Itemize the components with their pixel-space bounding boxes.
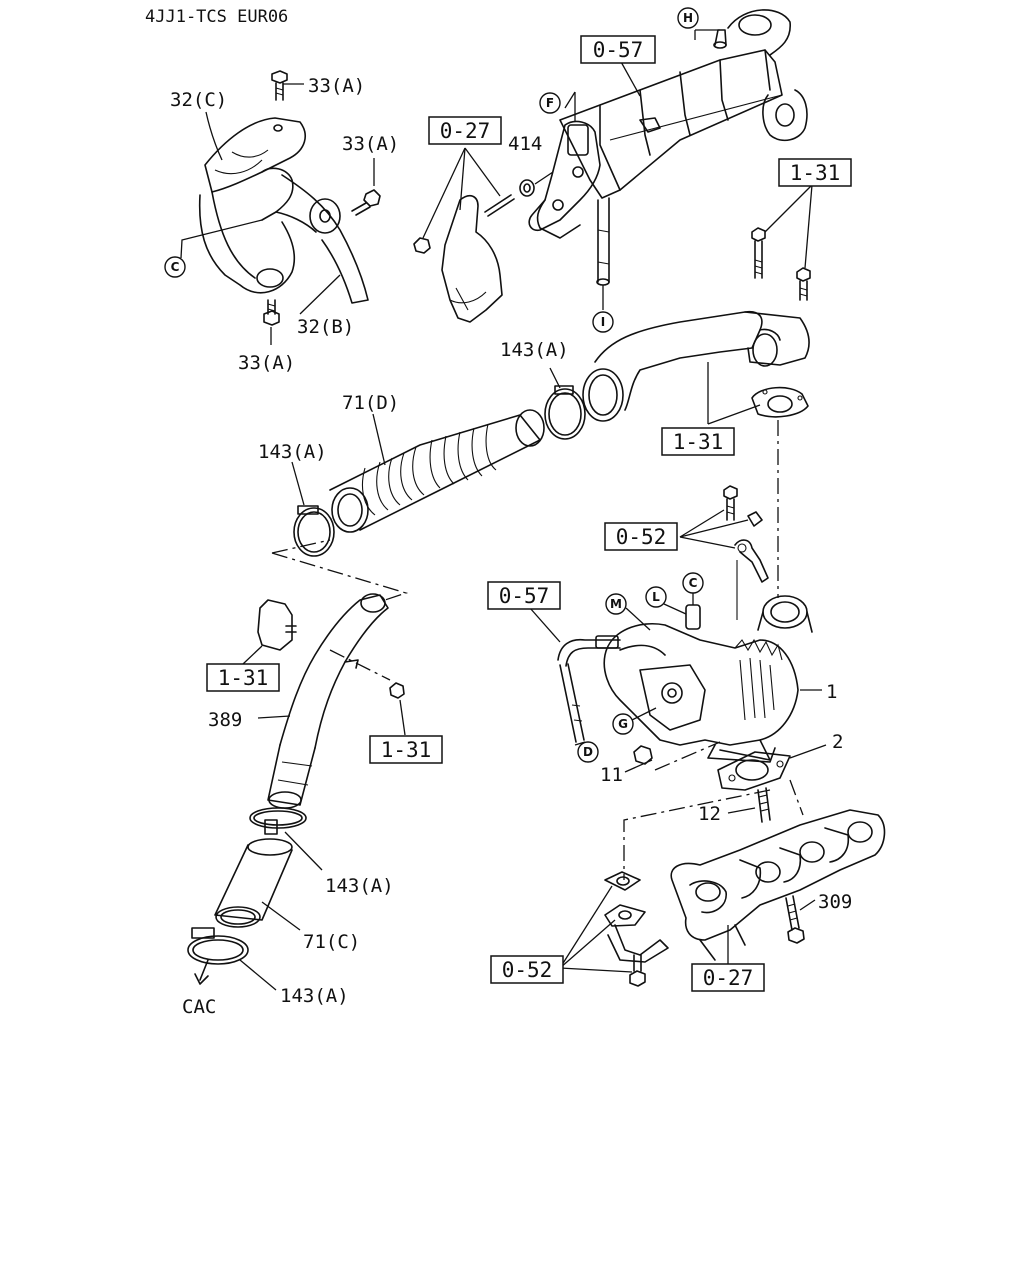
marker-c-turbo: C xyxy=(682,572,704,594)
ref-box-0-52-mid[interactable]: 0-52 xyxy=(604,522,678,551)
ref-box-0-27-bottom[interactable]: 0-27 xyxy=(691,963,765,992)
label-71c: 71(C) xyxy=(303,931,360,953)
nut-11 xyxy=(624,745,653,773)
clamp-143a-top xyxy=(544,367,586,440)
label-32b: 32(B) xyxy=(297,316,354,338)
svg-text:C: C xyxy=(171,260,180,274)
oil-return-0-52-bottom xyxy=(559,871,669,987)
gasket-2 xyxy=(717,744,827,791)
marker-d: D xyxy=(577,741,599,763)
label-11: 11 xyxy=(600,764,623,786)
diagram-title: 4JJ1-TCS EUR06 xyxy=(145,7,288,27)
label-33a-mid: 33(A) xyxy=(342,133,399,155)
oil-return-0-52 xyxy=(679,485,769,620)
gasket-414 xyxy=(519,171,554,197)
marker-g: G xyxy=(612,713,634,735)
marker-m: M xyxy=(605,593,627,615)
ref-box-0-57-mid[interactable]: 0-57 xyxy=(487,581,561,610)
label-143a-bottom: 143(A) xyxy=(280,985,349,1007)
hose-71d xyxy=(329,409,545,533)
svg-text:D: D xyxy=(583,745,593,759)
svg-text:M: M xyxy=(610,597,622,611)
label-1: 1 xyxy=(826,681,837,703)
bolts-1-31-right xyxy=(751,184,813,301)
svg-text:0-52: 0-52 xyxy=(616,525,667,549)
bolt-33a-mid xyxy=(351,189,381,216)
ref-box-1-31-mid[interactable]: 1-31 xyxy=(661,427,735,456)
bolt-33a-top xyxy=(271,70,288,101)
marker-c-shield: C xyxy=(164,256,186,278)
svg-text:H: H xyxy=(683,11,693,25)
nut-1-31 xyxy=(389,682,406,736)
outlet-pipe xyxy=(582,310,810,425)
ref-box-1-31-right[interactable]: 1-31 xyxy=(778,158,852,187)
bolt-33a-bottom xyxy=(263,299,280,326)
label-2: 2 xyxy=(832,731,843,753)
svg-text:1-31: 1-31 xyxy=(381,738,432,762)
svg-text:1-31: 1-31 xyxy=(673,430,724,454)
ref-box-1-31-left[interactable]: 1-31 xyxy=(206,663,280,692)
bracket-1-31-left xyxy=(242,599,297,665)
marker-f: F xyxy=(539,92,561,114)
svg-text:G: G xyxy=(618,717,628,731)
hose-71c xyxy=(214,838,301,931)
label-143a-mid: 143(A) xyxy=(325,875,394,897)
svg-text:L: L xyxy=(652,590,660,604)
marker-l: L xyxy=(645,586,667,608)
svg-text:1-31: 1-31 xyxy=(790,161,841,185)
oil-hose-0-57 xyxy=(529,607,621,746)
heat-shield-assembly xyxy=(180,70,381,345)
marker-h: H xyxy=(677,7,699,29)
svg-text:0-57: 0-57 xyxy=(499,584,550,608)
label-71d: 71(D) xyxy=(342,392,399,414)
svg-text:0-27: 0-27 xyxy=(703,966,754,990)
bracket-0-27 xyxy=(413,147,515,323)
label-143a-left: 143(A) xyxy=(258,441,327,463)
egr-cooler xyxy=(528,9,808,310)
turbocharger xyxy=(603,595,822,763)
label-143a-top: 143(A) xyxy=(500,339,569,361)
clamp-143a-bottom xyxy=(187,927,277,991)
svg-text:0-52: 0-52 xyxy=(502,958,553,982)
clamp-143a-mid xyxy=(249,807,323,871)
marker-i: I xyxy=(592,311,614,333)
bolt-309 xyxy=(785,895,816,944)
label-389: 389 xyxy=(208,709,242,731)
stud-12 xyxy=(727,787,771,823)
ref-box-0-57-top[interactable]: 0-57 xyxy=(580,35,656,64)
label-33a-bottom: 33(A) xyxy=(238,352,295,374)
svg-text:F: F xyxy=(546,96,554,110)
svg-text:I: I xyxy=(601,315,605,329)
pipe-389 xyxy=(257,593,389,809)
ref-box-0-27-top[interactable]: 0-27 xyxy=(428,116,502,145)
svg-text:C: C xyxy=(689,576,698,590)
label-414: 414 xyxy=(508,133,542,155)
ref-box-1-31-left2[interactable]: 1-31 xyxy=(369,735,443,764)
svg-text:0-57: 0-57 xyxy=(593,38,644,62)
label-32c: 32(C) xyxy=(170,89,227,111)
svg-text:0-27: 0-27 xyxy=(440,119,491,143)
label-12: 12 xyxy=(698,803,721,825)
label-309: 309 xyxy=(818,891,852,913)
flange-gasket-1-31 xyxy=(751,386,809,418)
exhaust-manifold xyxy=(670,809,886,965)
label-33a-top: 33(A) xyxy=(308,75,365,97)
label-cac: CAC xyxy=(182,996,216,1018)
svg-text:1-31: 1-31 xyxy=(218,666,269,690)
clamp-143a-left xyxy=(291,461,335,557)
ref-box-0-52-bottom[interactable]: 0-52 xyxy=(490,955,564,984)
